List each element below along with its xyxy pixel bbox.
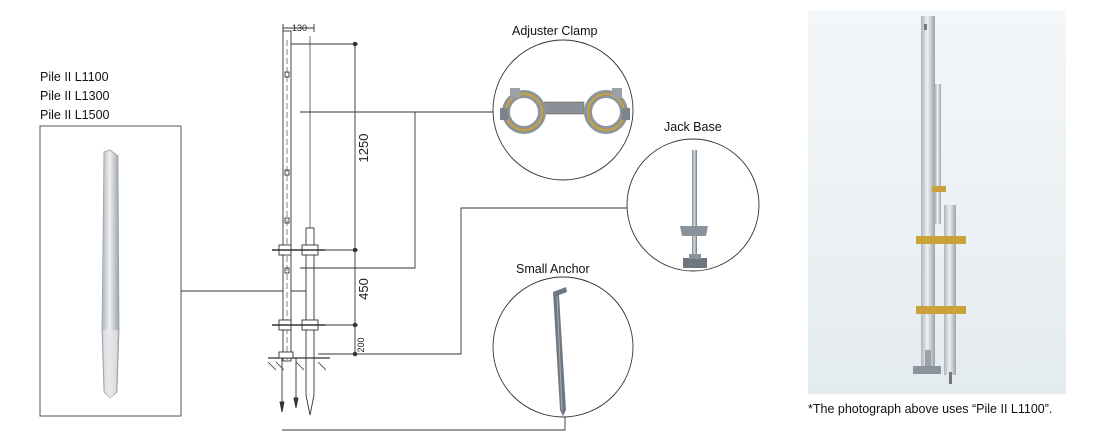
jack-base-image	[680, 150, 708, 268]
pile-names: Pile II L1100 Pile II L1300 Pile II L150…	[40, 68, 110, 125]
pile-name-3: Pile II L1500	[40, 108, 110, 122]
adjuster-clamp-callout	[492, 39, 634, 181]
adjuster-clamp-label: Adjuster Clamp	[512, 24, 598, 38]
small-anchor-label: Small Anchor	[516, 262, 590, 276]
pile-elevation-drawing	[267, 24, 358, 416]
leader-lines	[282, 111, 627, 431]
pile-name-1: Pile II L1100	[40, 70, 109, 84]
pile-photo-box	[39, 125, 182, 417]
small-anchor-callout	[492, 276, 634, 418]
jack-base-callout	[626, 138, 760, 272]
assembly-photo	[808, 10, 1066, 394]
dim-middle-span: 450	[356, 278, 371, 300]
dim-lower-span: 200	[356, 337, 366, 352]
pile-name-2: Pile II L1300	[40, 89, 110, 103]
dim-upper-span: 1250	[356, 134, 371, 163]
adjuster-clamp-image	[500, 88, 630, 134]
photo-caption: *The photograph above uses “Pile II L110…	[808, 402, 1053, 416]
dim-top-width: 130	[292, 23, 307, 33]
small-anchor-image	[553, 287, 567, 416]
pile-image	[101, 149, 120, 399]
jack-base-label: Jack Base	[664, 120, 722, 134]
